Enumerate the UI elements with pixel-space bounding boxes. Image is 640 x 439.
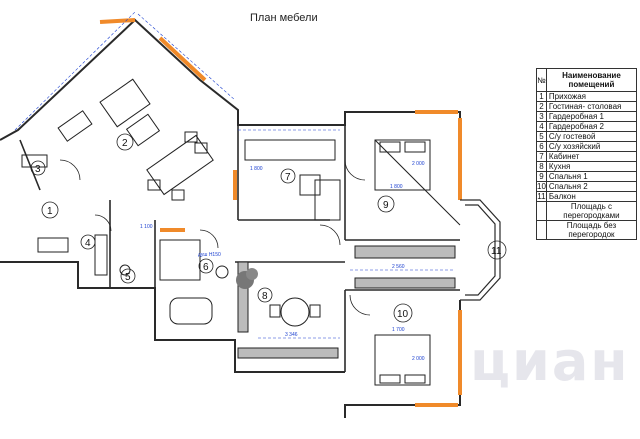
legend-name: С/у гостевой <box>545 131 638 142</box>
legend-area-with-label: Площадь с перегородками <box>545 201 638 221</box>
legend-num: 11 <box>536 191 547 202</box>
legend-num: 10 <box>536 181 547 192</box>
room-label-11: 11 <box>491 246 502 257</box>
dim-small: 1 100 <box>140 224 153 230</box>
legend-name: Кабинет <box>545 151 638 162</box>
bed-2 <box>374 334 431 386</box>
wardrobes <box>237 245 456 359</box>
room-label-9: 9 <box>383 200 389 211</box>
room-label-2: 2 <box>122 138 128 149</box>
office-desk <box>244 139 341 221</box>
bed-1 <box>374 139 461 226</box>
legend-name: Балкон <box>545 191 638 202</box>
dim-bed1: 1 800 <box>390 184 403 190</box>
plant <box>236 268 258 289</box>
dim-desk: 1 800 <box>250 166 263 172</box>
legend-name: Гардеробная 1 <box>545 111 638 122</box>
room-label-4: 4 <box>85 238 91 249</box>
legend-num: 6 <box>536 141 547 152</box>
legend-name: Прихожая <box>545 91 638 102</box>
room-label-6: 6 <box>203 262 209 273</box>
legend-num: 2 <box>536 101 547 112</box>
legend-area-with: Площадь с перегородками <box>536 201 638 221</box>
legend-name: Спальня 1 <box>545 171 638 182</box>
room-label-10: 10 <box>397 309 409 320</box>
windows <box>99 18 462 407</box>
legend-name: Спальня 2 <box>545 181 638 192</box>
legend-num: 3 <box>536 111 547 122</box>
legend-name: С/у хозяйский <box>545 141 638 152</box>
dim-shower: душ H150 <box>198 252 221 258</box>
room-labels: 1 2 3 4 5 6 7 8 9 10 11 <box>30 133 507 323</box>
interior-walls <box>19 125 460 372</box>
outer-walls <box>0 18 461 418</box>
legend-header-name: Наименование помещений <box>545 68 638 92</box>
dim-bed2: 1 700 <box>392 327 405 333</box>
legend-area-without-label: Площадь без перегородок <box>545 220 638 240</box>
dim-bed1-len: 2 000 <box>412 161 425 167</box>
legend-num: 4 <box>536 121 547 132</box>
legend-num: 9 <box>536 171 547 182</box>
legend-header-num: № <box>536 68 547 92</box>
plan-title: План мебели <box>250 12 318 24</box>
legend-num: 1 <box>536 91 547 102</box>
room-label-3: 3 <box>35 164 41 175</box>
dimension-labels: 1 800 2 000 1 700 2 000 2 560 3 346 1 80… <box>140 161 425 362</box>
room-label-5: 5 <box>125 272 131 283</box>
legend-name: Гостиная- столовая <box>545 101 638 112</box>
doors <box>59 159 371 316</box>
bathroom <box>119 239 229 325</box>
balcony <box>460 199 501 301</box>
dim-bed2-len: 2 000 <box>412 356 425 362</box>
dim-lines <box>14 11 455 339</box>
legend-num: 7 <box>536 151 547 162</box>
legend-num: 8 <box>536 161 547 172</box>
room-label-8: 8 <box>262 291 268 302</box>
legend-name: Гардеробная 2 <box>545 121 638 132</box>
dim-kitchen: 3 346 <box>285 332 298 338</box>
legend-header: № Наименование помещений <box>536 68 638 92</box>
room-label-1: 1 <box>47 206 53 217</box>
hallway <box>21 154 108 276</box>
legend-area-without: Площадь без перегородок <box>536 220 638 240</box>
dim-wardrobe: 2 560 <box>392 264 405 270</box>
legend-name: Кухня <box>545 161 638 172</box>
sofa <box>57 78 161 147</box>
room-label-7: 7 <box>285 172 291 183</box>
kitchen-table <box>269 297 321 327</box>
legend-num: 5 <box>536 131 547 142</box>
dining-table <box>146 131 214 201</box>
